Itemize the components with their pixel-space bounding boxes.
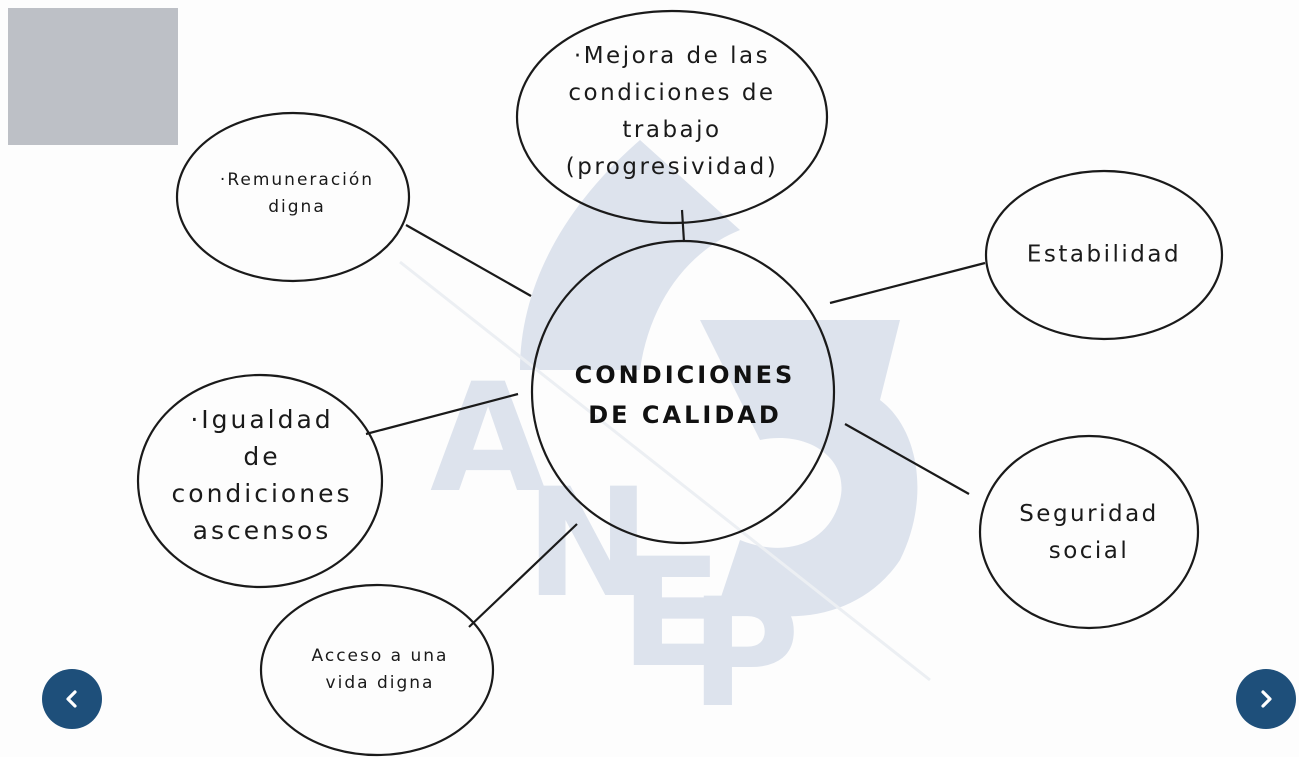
node-shapes (136, 9, 1224, 757)
node-seguridad-ellipse (978, 434, 1200, 630)
node-igualdad-ellipse (136, 373, 384, 589)
anep-watermark: A N E P (399, 140, 931, 741)
connector-acceso (468, 523, 578, 628)
watermark-diagonal (399, 260, 931, 682)
connector-estabilidad (829, 261, 986, 305)
node-estabilidad-label: Estabilidad (1026, 241, 1182, 268)
watermark-letter-a: A (430, 352, 546, 526)
watermark-five-shape (700, 320, 918, 617)
node-remuneracion-ellipse (175, 111, 411, 283)
connector-mejora (680, 209, 686, 243)
corner-placeholder-block (8, 8, 178, 145)
watermark-letter-p: P (690, 567, 800, 741)
previous-slide-button[interactable] (42, 669, 102, 729)
chevron-left-icon (66, 690, 77, 708)
watermark-letter-n: N (525, 457, 651, 631)
next-slide-button[interactable] (1236, 669, 1296, 729)
connector-remuneracion (405, 224, 532, 297)
node-remuneracion-label: ·Remuneración digna (219, 170, 375, 217)
connectors (365, 209, 986, 628)
connector-seguridad (844, 423, 970, 495)
node-acceso-label: Acceso a una vida digna (311, 646, 449, 693)
node-igualdad-label: ·Igualdad de condiciones ascensos (171, 405, 353, 545)
node-estabilidad-ellipse (984, 169, 1224, 341)
watermark-letter-e: E (620, 527, 722, 701)
node-seguridad-label: Seguridad social (1019, 501, 1159, 564)
center-label: CONDICIONES DE CALIDAD (574, 361, 796, 429)
watermark-six-shape (520, 140, 740, 370)
connector-igualdad (365, 392, 519, 436)
node-acceso-ellipse (259, 583, 495, 757)
center-circle (530, 239, 836, 545)
node-mejora-label: ·Mejora de las condiciones de trabajo (p… (565, 43, 779, 180)
chevron-right-icon (1261, 690, 1272, 708)
node-mejora-ellipse (515, 9, 829, 225)
